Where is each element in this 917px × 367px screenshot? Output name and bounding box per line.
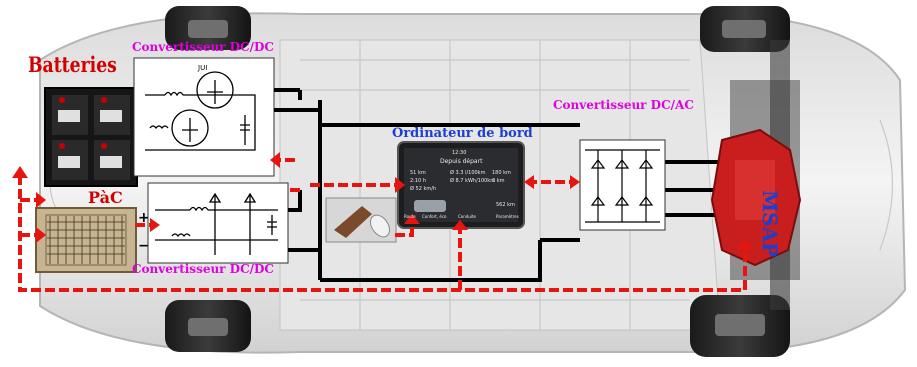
label-ordinateur-de-bord: Ordinateur de bord — [392, 126, 533, 141]
dcdc-converter-top-schematic: JUI — [134, 58, 274, 176]
screen-odometer: 562 km — [496, 202, 515, 208]
screen-bottom-4: Paramètres — [496, 214, 519, 219]
pedals-thumbnail — [326, 198, 396, 242]
screen-time: 12:30 — [452, 150, 466, 156]
label-pac: PàC — [88, 188, 123, 207]
dcdc-converter-bottom-schematic — [148, 183, 288, 263]
label-dcac: Convertisseur DC/AC — [553, 98, 694, 112]
label-dcdc-top: Convertisseur DC/DC — [132, 40, 274, 54]
screen-bottom-1: Route — [404, 214, 416, 219]
screen-row-1-a: 51 km — [410, 170, 426, 176]
screen-row-3-a: Ø 52 km/h — [410, 186, 436, 192]
screen-row-2-a: 2:10 h — [410, 178, 426, 184]
label-batteries: Batteries — [28, 52, 117, 77]
screen-row-2-b: Ø 8.7 kWh/100km — [450, 178, 495, 184]
label-msap: MSAP — [758, 190, 782, 257]
screen-row-1-c: 180 km — [492, 170, 511, 176]
svg-text:JUI: JUI — [197, 64, 207, 72]
screen-bottom-3: Conduite — [458, 214, 476, 219]
screen-bottom-2: Confort, éco — [422, 214, 447, 219]
battery-pack — [45, 88, 137, 186]
label-dcdc-bottom: Convertisseur DC/DC — [132, 262, 274, 276]
msap-motor — [712, 130, 800, 265]
screen-title: Depuis départ — [440, 158, 482, 165]
dcac-inverter-schematic — [580, 140, 665, 230]
screen-row-1-b: Ø 3.3 l/100km — [450, 170, 485, 176]
screen-row-2-c: 2 km — [492, 178, 505, 184]
